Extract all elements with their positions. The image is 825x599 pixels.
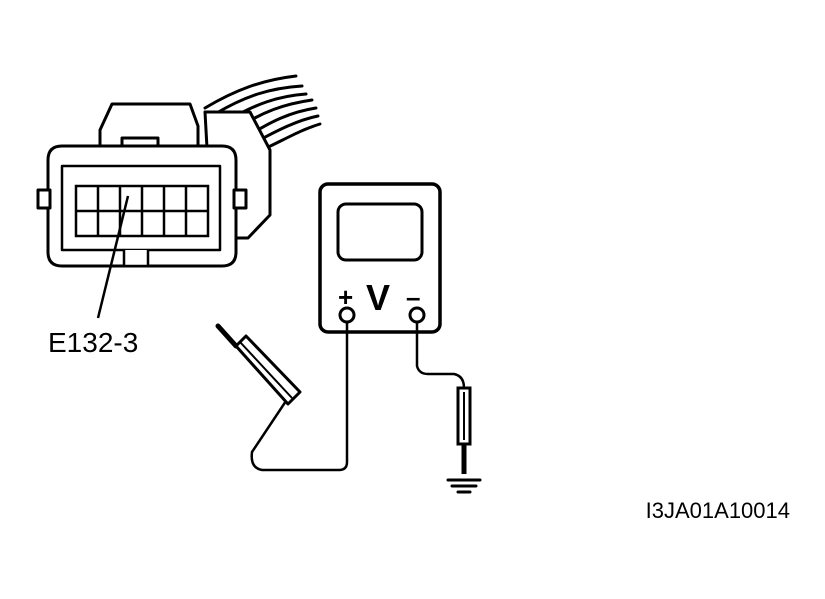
negative-terminal-jack [408, 306, 426, 324]
negative-probe [456, 386, 472, 474]
negative-test-lead [415, 322, 466, 389]
positive-probe [215, 323, 302, 406]
negative-terminal-sign: – [406, 282, 420, 312]
ground-symbol-icon [446, 478, 482, 494]
connector-callout-label: E132-3 [48, 327, 138, 358]
connector-terminal-grid [74, 184, 210, 238]
voltage-unit-label: V [366, 277, 390, 318]
positive-terminal-sign: + [338, 282, 353, 312]
voltmeter-display [336, 202, 424, 262]
positive-test-lead [250, 322, 349, 472]
figure-code: I3JA01A10014 [646, 498, 790, 523]
callout-leader-line [96, 195, 130, 319]
positive-terminal-jack [338, 306, 356, 324]
voltmeter: + V – [318, 182, 442, 334]
